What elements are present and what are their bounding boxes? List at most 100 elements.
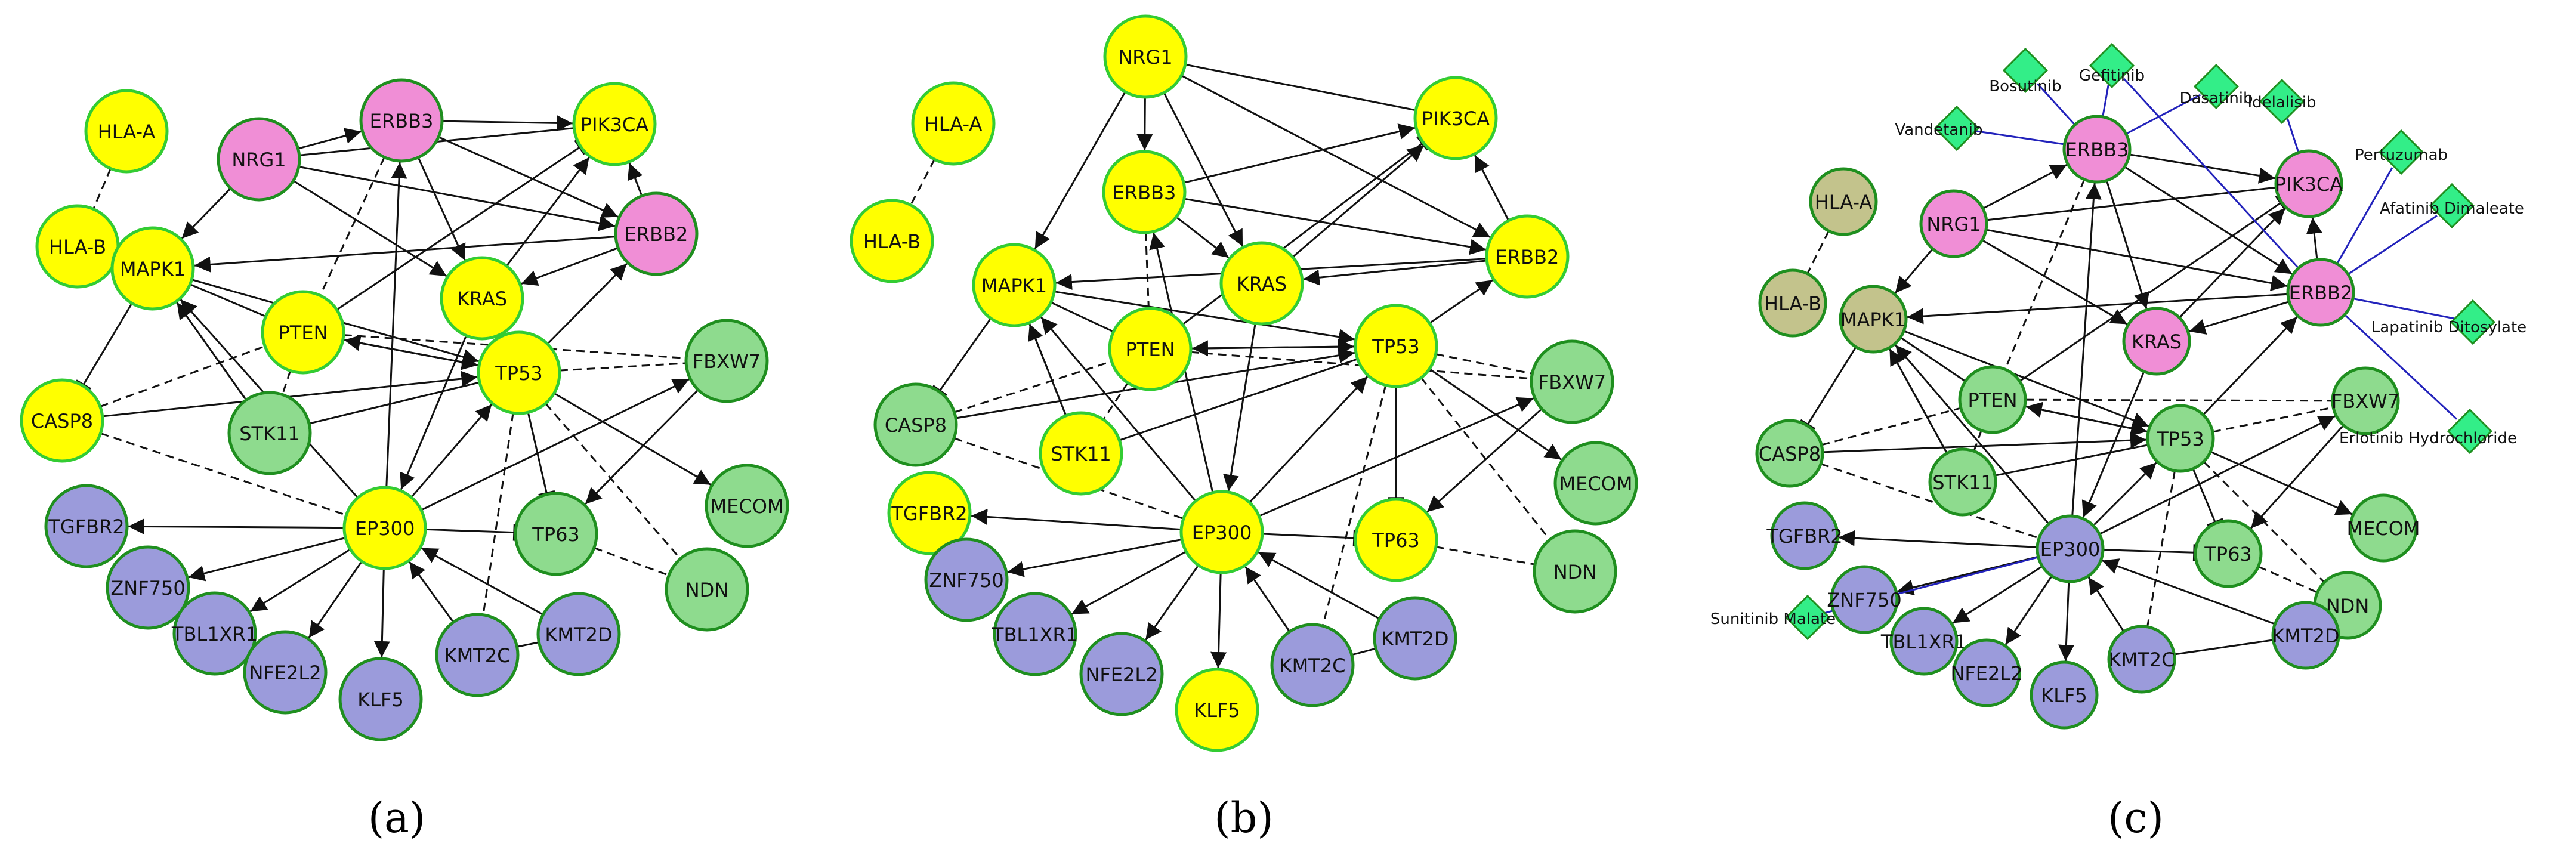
gene-circle <box>477 330 561 415</box>
edge-ERBB3-ERBB2 <box>2124 166 2293 275</box>
gene-node-mecom: MECOM <box>1553 441 1638 526</box>
gene-label: ERBB3 <box>1113 181 1176 204</box>
edge-PTEN-FBXW7 <box>2025 398 2332 402</box>
edge-ERBB2-PIK3CA <box>627 162 643 196</box>
gene-node-hla-b: HLA-B <box>850 199 934 283</box>
edge-ERBB3-PIK3CA <box>2129 153 2275 184</box>
gene-circle <box>924 537 1009 622</box>
gene-node-tp53: TP53 <box>1354 304 1438 388</box>
gene-circle <box>1809 167 1878 236</box>
gene-circle <box>1270 623 1355 707</box>
edge-TP63-NDN <box>1435 546 1534 566</box>
gene-node-klf5: KLF5 <box>2030 660 2099 730</box>
edge-EP300-TP63 <box>1262 533 1355 539</box>
gene-node-casp8: CASP8 <box>1755 419 1824 488</box>
gene-circle <box>342 486 427 570</box>
gene-label: HLA-A <box>98 120 156 143</box>
edge-CASP8-EP300 <box>1820 463 2038 539</box>
drug-label: Pertuzumab <box>2355 146 2448 164</box>
gene-circle <box>850 199 934 283</box>
gene-circle <box>1079 632 1164 716</box>
edge-KMT2D-KMT2C <box>518 641 539 648</box>
gene-circle <box>887 471 972 555</box>
edge-EP300-MAPK1 <box>1894 344 2050 525</box>
gene-node-znf750: ZNF750 <box>924 537 1009 622</box>
gene-circle <box>1175 668 1259 752</box>
gene-circle <box>2107 625 2176 694</box>
gene-node-fbxw7: FBXW7 <box>2331 366 2400 435</box>
edge-PTEN-STK11 <box>1103 382 1129 419</box>
edge-EP300-NFE2L2 <box>2004 575 2053 645</box>
edge-EP300-TP53 <box>2092 462 2157 527</box>
drug-edge-Bosutinib-ERBB3 <box>2037 83 2076 126</box>
gene-node-mecom: MECOM <box>705 464 789 548</box>
edge-CASP8-PTEN <box>100 345 264 408</box>
gene-circle <box>261 290 345 375</box>
edge-KMT2D-KMT2C <box>1352 647 1376 656</box>
gene-circle <box>1533 529 1617 614</box>
edge-MAPK1-PTEN <box>1050 301 1113 332</box>
gene-circle <box>1373 596 1457 681</box>
gene-label: MECOM <box>711 495 784 518</box>
gene-label: TGFBR2 <box>891 502 967 525</box>
gene-circle <box>1179 490 1264 574</box>
gene-node-kmt2c: KMT2C <box>2107 625 2176 694</box>
gene-circle <box>435 613 520 697</box>
gene-circle <box>2274 149 2343 218</box>
drug-diamond <box>1933 105 1980 152</box>
drug-node-afatinib-dimaleate: Afatinib Dimaleate <box>2380 183 2524 229</box>
gene-node-casp8: CASP8 <box>20 378 104 463</box>
edge-EP300-TP63 <box>425 528 515 534</box>
gene-label: TGFBR2 <box>48 515 124 538</box>
gene-node-kmt2c: KMT2C <box>435 613 520 697</box>
gene-node-hla-a: HLA-A <box>911 81 996 166</box>
gene-label: TBL1XR1 <box>171 623 258 645</box>
gene-circle <box>1103 14 1188 99</box>
gene-circle <box>2349 493 2418 563</box>
gene-label: TBL1XR1 <box>1880 631 1967 653</box>
gene-label: KLF5 <box>357 688 404 711</box>
gene-node-ep300: EP300 <box>2036 514 2105 583</box>
gene-label: PIK3CA <box>580 113 648 136</box>
edge-ERBB2-KRAS <box>521 247 619 286</box>
panel-label: (c) <box>2108 793 2164 842</box>
gene-node-nrg1: NRG1 <box>1919 189 1988 258</box>
gene-node-nrg1: NRG1 <box>1103 14 1188 99</box>
gene-label: PTEN <box>279 322 328 344</box>
gene-circle <box>243 630 328 715</box>
gene-label: ZNF750 <box>929 569 1003 592</box>
edge-NRG1-ERBB2 <box>298 166 616 231</box>
gene-node-erbb3: ERBB3 <box>1102 150 1187 234</box>
gene-label: KMT2D <box>1381 628 1448 650</box>
gene-circle <box>665 547 749 632</box>
gene-label: EP300 <box>355 517 415 540</box>
gene-node-kras: KRAS <box>2122 307 2191 376</box>
edge-EP300-ZNF750 <box>188 537 346 582</box>
gene-node-tgfbr2: TGFBR2 <box>44 484 129 568</box>
gene-circle <box>1039 411 1123 496</box>
edge-TP53-ERBB2 <box>1429 279 1494 324</box>
edge-PTEN-PIK3CA <box>1182 143 1423 326</box>
gene-node-casp8: CASP8 <box>873 382 958 467</box>
edge-ERBB2-MAPK1 <box>194 236 616 273</box>
gene-node-nfe2l2: NFE2L2 <box>243 630 328 715</box>
gene-node-erbb3: ERBB3 <box>359 78 444 163</box>
gene-label: ZNF750 <box>1827 589 1901 611</box>
edge-EP300-NFE2L2 <box>1145 564 1200 641</box>
edge-STK11-TP53 <box>1119 359 1357 441</box>
gene-node-fbxw7: FBXW7 <box>1530 339 1614 424</box>
gene-label: TP63 <box>2204 543 2252 566</box>
edge-MAPK1-PTEN <box>190 283 265 317</box>
gene-label: MAPK1 <box>981 274 1047 297</box>
gene-label: HLA-A <box>925 113 983 135</box>
gene-circle <box>1830 565 1899 634</box>
edge-HLA-A-HLA-B <box>92 168 112 209</box>
gene-label: NFE2L2 <box>1950 662 2022 685</box>
gene-label: NRG1 <box>1926 213 1981 236</box>
edge-KRAS-PIK3CA <box>2179 207 2286 319</box>
gene-circle <box>2036 514 2105 583</box>
gene-node-pik3ca: PIK3CA <box>2274 149 2343 218</box>
